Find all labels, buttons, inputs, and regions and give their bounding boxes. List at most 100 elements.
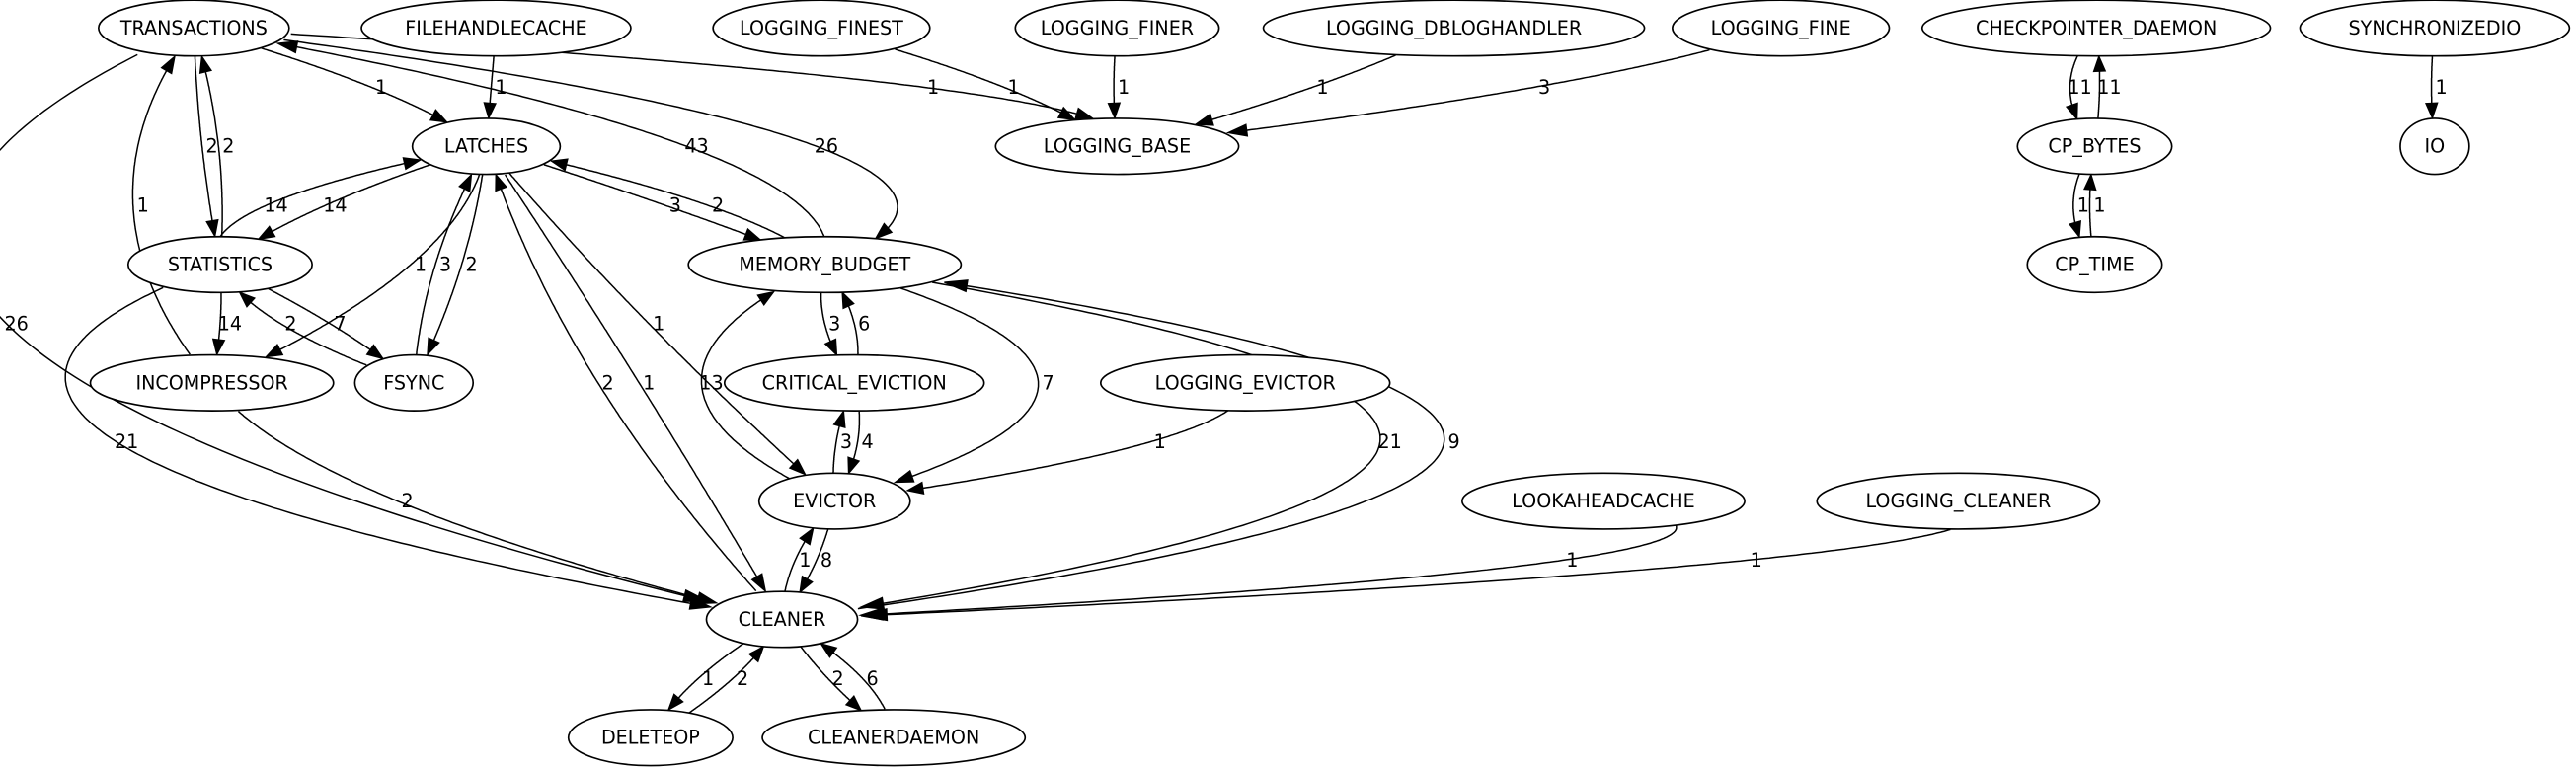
edge-memory_budget-to-latches: 2 xyxy=(549,158,785,239)
node-cp-time[interactable]: CP_TIME xyxy=(2026,235,2163,294)
edge-line xyxy=(2097,71,2101,118)
edge-line xyxy=(500,189,757,592)
node-ellipse xyxy=(1014,0,1220,57)
edge-label: 1 xyxy=(799,549,811,572)
edge-line xyxy=(543,164,746,236)
arrowhead-icon xyxy=(1194,113,1214,126)
node-logging-finest[interactable]: LOGGING_FINEST xyxy=(712,0,931,57)
node-incompressor[interactable]: INCOMPRESSOR xyxy=(89,353,335,412)
edge-label: 7 xyxy=(334,312,346,335)
node-logging-evictor[interactable]: LOGGING_EVICTOR xyxy=(1099,353,1391,412)
edge-latches-to-statistics: 14 xyxy=(257,164,431,241)
arrowhead-icon xyxy=(799,526,815,546)
edge-line xyxy=(296,45,825,237)
node-label: CLEANERDAEMON xyxy=(808,727,979,749)
edge-label: 3 xyxy=(439,254,451,276)
node-ellipse xyxy=(712,0,931,57)
node-label: LATCHES xyxy=(444,135,528,158)
node-checkpointer-daemon[interactable]: CHECKPOINTER_DAEMON xyxy=(1920,0,2272,57)
edge-label: 2 xyxy=(206,135,218,158)
arrowhead-icon xyxy=(429,109,449,123)
edge-transactions-to-statistics: 2 xyxy=(194,56,219,239)
arrowhead-icon xyxy=(275,40,299,54)
arrowhead-icon xyxy=(832,409,846,429)
node-ellipse xyxy=(89,353,335,412)
node-latches[interactable]: LATCHES xyxy=(411,117,562,176)
edge-label: 3 xyxy=(828,312,840,335)
arrowhead-icon xyxy=(198,54,213,75)
node-logging-dbloghandler[interactable]: LOGGING_DBLOGHANDLER xyxy=(1262,0,1646,57)
edge-label: 1 xyxy=(495,76,507,99)
node-statistics[interactable]: STATISTICS xyxy=(126,235,313,294)
node-synchronizedio[interactable]: SYNCHRONIZEDIO xyxy=(2299,0,2571,57)
edge-label: 1 xyxy=(1751,549,1762,572)
edge-memory_budget-to-evictor: 7 xyxy=(893,287,1054,484)
edge-cp_bytes-to-cp_time: 1 xyxy=(2068,174,2089,239)
node-evictor[interactable]: EVICTOR xyxy=(757,472,911,530)
node-ellipse xyxy=(1920,0,2272,57)
node-cleanerdaemon[interactable]: CLEANERDAEMON xyxy=(761,709,1027,767)
arrowhead-icon xyxy=(160,54,176,75)
edge-line xyxy=(219,162,405,237)
node-ellipse xyxy=(2026,235,2163,294)
edge-cleaner-to-evictor: 1 xyxy=(784,526,815,591)
node-deleteop[interactable]: DELETEOP xyxy=(567,709,734,767)
node-ellipse xyxy=(2016,117,2173,176)
node-logging-cleaner[interactable]: LOGGING_CLEANER xyxy=(1816,472,2101,530)
edge-evictor-to-critical_eviction: 3 xyxy=(832,409,852,473)
node-label: LOGGING_FINE xyxy=(1711,17,1851,39)
arrowhead-icon xyxy=(695,591,719,605)
edge-line xyxy=(807,529,829,580)
edge-line xyxy=(217,292,222,341)
arrowhead-icon xyxy=(844,695,863,712)
edge-line xyxy=(1113,56,1116,104)
edge-line xyxy=(820,292,831,343)
node-ellipse xyxy=(2299,0,2571,57)
edge-logging_finer-to-logging_base: 1 xyxy=(1107,56,1130,120)
edge-label: 3 xyxy=(1538,76,1550,99)
arrowhead-icon xyxy=(238,290,257,308)
node-lookaheadcache[interactable]: LOOKAHEADCACHE xyxy=(1461,472,1746,530)
node-fsync[interactable]: FSYNC xyxy=(353,353,475,412)
node-logging-finer[interactable]: LOGGING_FINER xyxy=(1014,0,1220,57)
edge-line xyxy=(832,652,886,710)
edge-label: 14 xyxy=(218,312,242,335)
node-critical-eviction[interactable]: CRITICAL_EVICTION xyxy=(723,353,985,412)
edge-critical_eviction-to-evictor: 4 xyxy=(847,411,874,476)
node-logging-fine[interactable]: LOGGING_FINE xyxy=(1672,0,1891,57)
edge-label: 1 xyxy=(375,76,387,99)
node-label: INCOMPRESSOR xyxy=(135,371,287,394)
node-ellipse xyxy=(567,709,734,767)
edge-label: 6 xyxy=(866,667,878,690)
edge-label: 1 xyxy=(653,312,664,335)
arrowhead-icon xyxy=(2083,173,2097,192)
node-transactions[interactable]: TRANSACTIONS xyxy=(98,0,290,57)
node-ellipse xyxy=(1262,0,1646,57)
arrowhead-icon xyxy=(205,218,219,239)
node-logging-base[interactable]: LOGGING_BASE xyxy=(994,117,1240,176)
edge-label: 26 xyxy=(815,135,838,158)
node-memory-budget[interactable]: MEMORY_BUDGET xyxy=(687,235,963,294)
edge-cleaner-to-cleanerdaemon: 2 xyxy=(800,646,863,712)
edge-line xyxy=(895,48,1061,114)
arrowhead-icon xyxy=(2065,102,2078,121)
edge-label: 13 xyxy=(699,371,723,394)
arrowhead-icon xyxy=(666,693,684,712)
arrowhead-icon xyxy=(1107,102,1122,120)
arrowhead-icon xyxy=(211,338,226,356)
arrowhead-icon xyxy=(788,458,808,476)
node-cp-bytes[interactable]: CP_BYTES xyxy=(2016,117,2173,176)
node-ellipse xyxy=(705,590,859,649)
node-ellipse xyxy=(353,353,475,412)
arrowhead-icon xyxy=(905,481,925,496)
edge-label: 43 xyxy=(684,135,708,158)
node-io[interactable]: IO xyxy=(2399,117,2470,176)
edge-label: 1 xyxy=(1316,76,1328,99)
edge-line xyxy=(688,656,754,714)
node-cleaner[interactable]: CLEANER xyxy=(705,590,859,649)
node-filehandlecache[interactable]: FILEHANDLECACHE xyxy=(360,0,632,57)
arrowhead-icon xyxy=(860,607,889,622)
edge-memory_budget-to-transactions: 43 xyxy=(275,40,825,237)
edge-statistics-to-fsync: 7 xyxy=(268,287,385,360)
edge-line xyxy=(900,287,1040,478)
